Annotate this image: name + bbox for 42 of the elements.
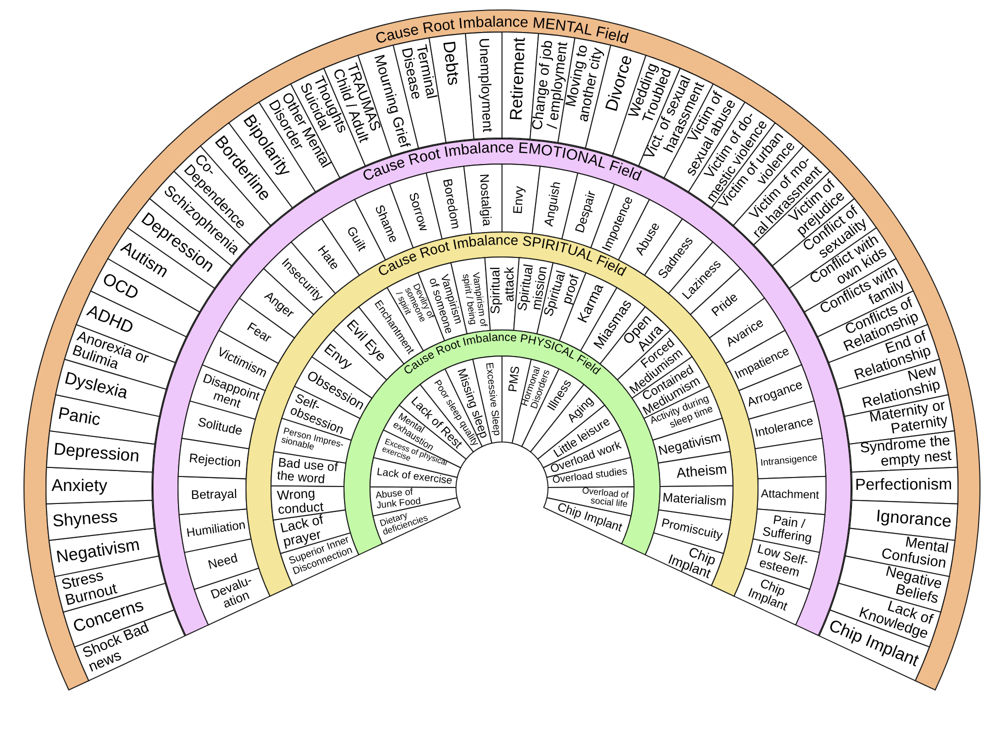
segment-label: Vampirism of spirit / being xyxy=(460,272,488,330)
segment-label: Panic xyxy=(56,404,102,430)
segment-label: Need xyxy=(206,552,240,572)
segment-label: Betrayal xyxy=(190,488,238,502)
segment-label: Solitude xyxy=(196,416,244,438)
segment-label: Attachment xyxy=(760,488,821,502)
segment-label: Debts xyxy=(439,40,462,88)
segment-label: Atheism xyxy=(674,462,728,481)
segment-label: Perfectionism xyxy=(854,477,952,495)
segment-label: Retirement xyxy=(508,38,529,124)
segment-label: Pain / Suffering xyxy=(761,512,814,545)
segment-label: Materialism xyxy=(661,492,727,510)
segment-label: Intransigence xyxy=(759,452,820,468)
segment-label: Dyslexia xyxy=(63,370,131,403)
segment-label: Shyness xyxy=(52,508,120,531)
segment-label: Intolerance xyxy=(752,414,816,440)
segment-label: Envy xyxy=(512,185,526,215)
ring-segment xyxy=(543,497,632,544)
segment-label: Despair xyxy=(573,188,599,236)
segment-label: Anxiety xyxy=(52,476,109,495)
segment-label: Bad use of the word xyxy=(276,456,340,488)
segment-label: Ignorance xyxy=(874,507,952,531)
segment-label: Boredom xyxy=(440,177,462,231)
segment-label: Abuse of Junk Food xyxy=(375,486,422,511)
segment-label: Devalu- ation xyxy=(208,574,255,614)
segment-label: Lack of exercise xyxy=(376,467,454,488)
segment-label: Terminal Disease xyxy=(398,44,438,102)
segment-label: Negativism xyxy=(656,429,723,458)
segment-label: PMS xyxy=(506,366,522,393)
segment-label: Shame xyxy=(372,202,400,246)
segment-label: Anguish xyxy=(542,180,564,228)
segment-label: Rejection xyxy=(187,452,242,470)
segment-label: Syndrome the empty nest xyxy=(858,434,952,473)
segment-label: Unemployment xyxy=(476,38,496,134)
segment-label: Depression xyxy=(52,440,142,466)
segment-label: Overload of social life xyxy=(581,486,629,510)
segment-label: Nostalgia xyxy=(476,172,494,228)
segment-label: Humiliation xyxy=(185,518,248,540)
segment-label: Spiritual attack xyxy=(488,266,516,315)
segment-label: Fear xyxy=(244,320,274,346)
segment-label: Negativism xyxy=(56,536,142,566)
segment-label: Sorrow xyxy=(406,190,430,234)
